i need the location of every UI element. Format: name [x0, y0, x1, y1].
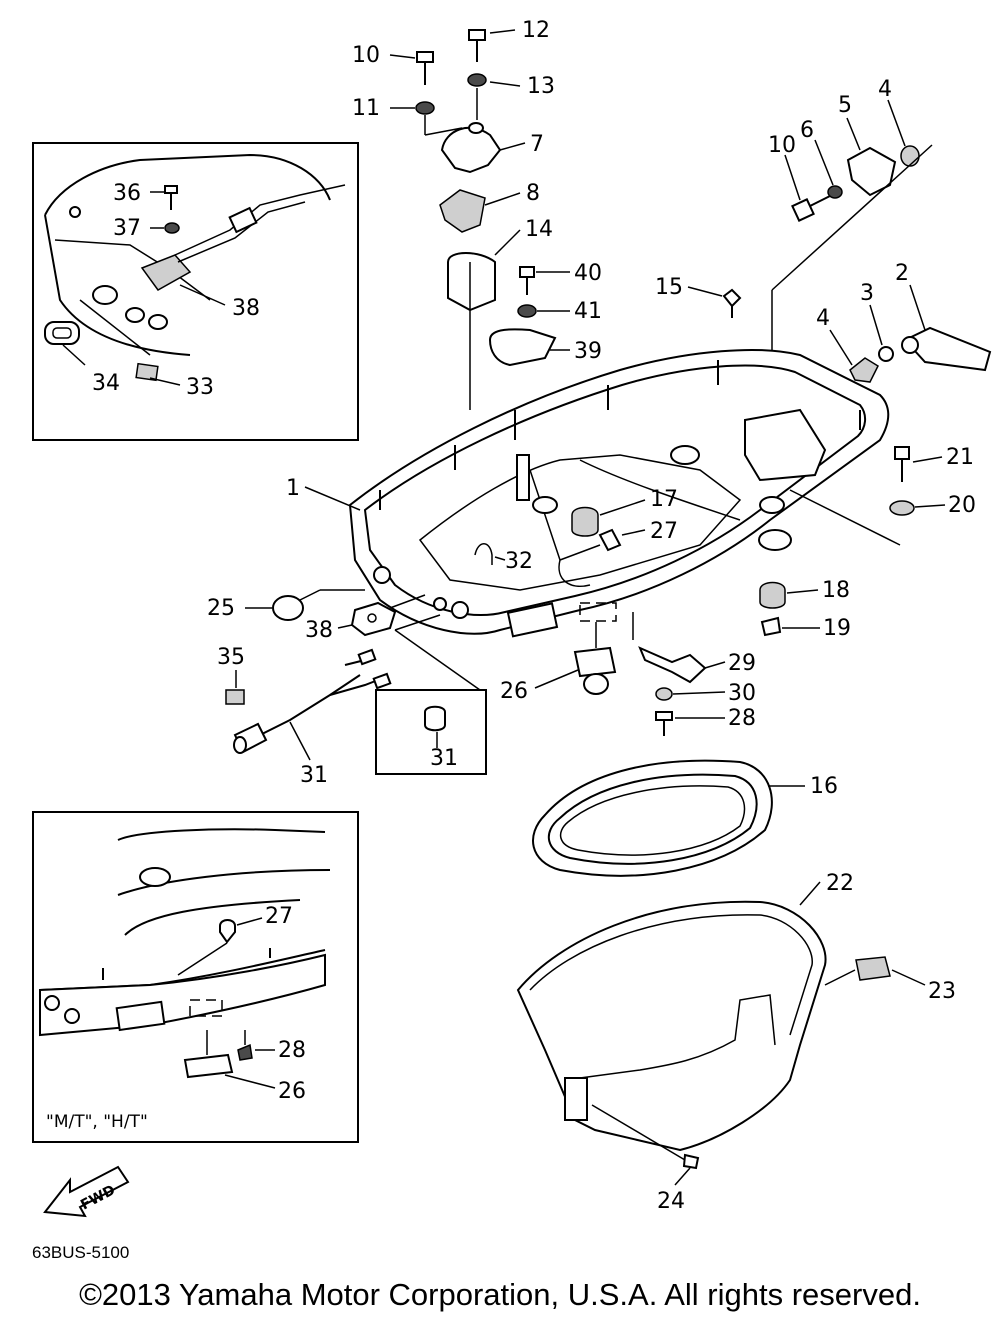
bottom-cover: 22 23 24 [516, 871, 956, 1214]
callout-14: 14 [525, 217, 553, 242]
callout-29: 29 [728, 651, 756, 676]
callout-6: 6 [800, 118, 814, 143]
callout-30: 30 [728, 681, 756, 706]
callout-1: 1 [286, 476, 300, 501]
callout-21: 21 [946, 445, 974, 470]
callout-4-lower: 4 [816, 306, 830, 331]
callout-19: 19 [823, 616, 851, 641]
cowling-hardware: 15 21 20 18 19 17 27 32 [474, 275, 976, 641]
underside-parts: 26 29 30 28 [500, 612, 756, 736]
callout-11: 11 [352, 96, 380, 121]
callout-26: 26 [500, 679, 528, 704]
callout-15: 15 [655, 275, 683, 300]
callout-20: 20 [948, 493, 976, 518]
callout-31: 31 [300, 763, 328, 788]
callout-40: 40 [574, 261, 602, 286]
callout-13: 13 [527, 74, 555, 99]
callout-2: 2 [895, 261, 909, 286]
lock-mechanism-parts: 10 11 12 13 7 8 14 40 41 39 [352, 18, 602, 410]
front-left-parts: 25 38 35 31 31 [207, 589, 487, 788]
callout-27: 27 [650, 519, 678, 544]
callout-28-inset: 28 [278, 1038, 306, 1063]
callout-16: 16 [810, 774, 838, 799]
callout-38: 38 [232, 296, 260, 321]
callout-28: 28 [728, 706, 756, 731]
callout-39: 39 [574, 339, 602, 364]
callout-38-front: 38 [305, 618, 333, 643]
callout-36: 36 [113, 181, 141, 206]
inset-model-note: "M/T", "H/T" [46, 1112, 148, 1132]
callout-34: 33 [186, 375, 214, 400]
callout-17: 17 [650, 487, 678, 512]
callout-22: 22 [826, 871, 854, 896]
seal-ring: 16 [532, 759, 838, 877]
callout-41: 41 [574, 299, 602, 324]
callout-25: 25 [207, 596, 235, 621]
callout-27-inset: 27 [265, 904, 293, 929]
fwd-arrow: FWD [43, 1165, 130, 1218]
callout-10: 10 [352, 43, 380, 68]
callout-9: 8 [526, 181, 540, 206]
callout-7: 10 [768, 133, 796, 158]
callout-35: 34 [92, 371, 120, 396]
inset-mt-ht-box: 27 28 26 "M/T", "H/T" [32, 811, 359, 1143]
copyright-notice: ©2013 Yamaha Motor Corporation, U.S.A. A… [79, 1277, 921, 1312]
callout-33: 35 [217, 645, 245, 670]
callout-18: 18 [822, 578, 850, 603]
diagram-code: 63BUS-5100 [32, 1243, 130, 1262]
callout-31-inset: 31 [430, 746, 458, 771]
callout-26-inset: 26 [278, 1079, 306, 1104]
callout-8: 7 [530, 132, 544, 157]
inset-wiring-box: 36 37 38 34 33 [32, 142, 359, 441]
bottom-cowling: 1 [286, 349, 890, 638]
callout-3: 3 [860, 281, 874, 306]
callout-4-top: 4 [878, 77, 892, 102]
callout-12: 12 [522, 18, 550, 43]
callout-37: 37 [113, 216, 141, 241]
callout-5: 5 [838, 93, 852, 118]
callout-24: 24 [657, 1189, 685, 1214]
callout-32: 32 [505, 549, 533, 574]
callout-23: 23 [928, 979, 956, 1004]
